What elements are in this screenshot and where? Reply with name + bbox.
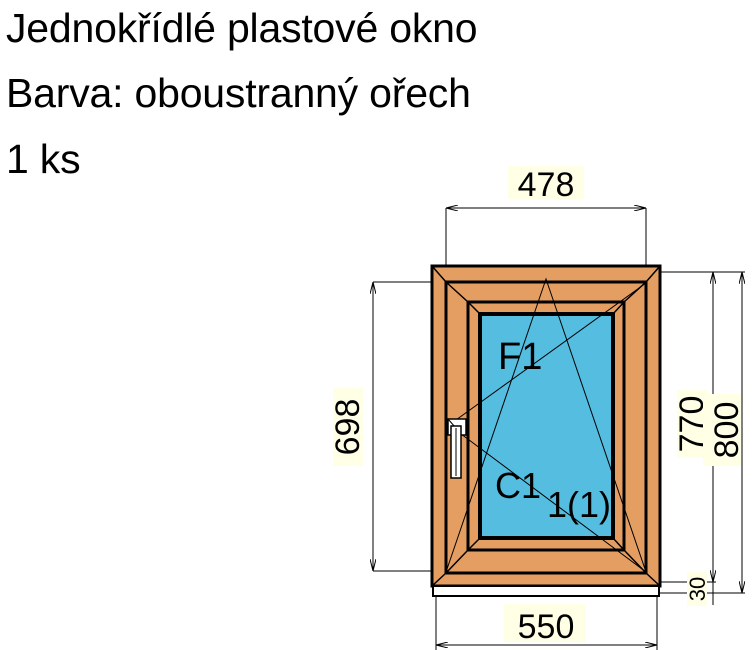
window-glass (478, 312, 615, 540)
window-handle-icon (447, 418, 467, 479)
dimension-left-height-label: 698 (329, 399, 367, 456)
field-label: F1 (498, 336, 542, 378)
opening-direction-lines (445, 277, 647, 573)
dimension-left-height: 698 (329, 281, 432, 572)
dimension-bottom-width: 550 (435, 596, 658, 650)
dimension-sill-height-label: 30 (685, 577, 710, 601)
dimension-label-bg (508, 166, 584, 199)
dimension-top-width-label: 478 (518, 166, 575, 204)
sash-label-subscript: 1(1) (547, 484, 611, 525)
window-sill (432, 585, 660, 597)
quantity-label: 1 ks (6, 136, 81, 182)
color-description: Barva: oboustranný ořech (6, 70, 471, 116)
dimension-right-heights: 770 800 30 (660, 271, 746, 606)
window-type-title: Jednokřídlé plastové okno (6, 5, 478, 51)
sash-label: C1 (495, 465, 541, 506)
dimension-bottom-width-label: 550 (518, 608, 575, 646)
dimension-top-width: 478 (445, 166, 647, 282)
dimension-right-total-height-label: 800 (708, 402, 746, 459)
